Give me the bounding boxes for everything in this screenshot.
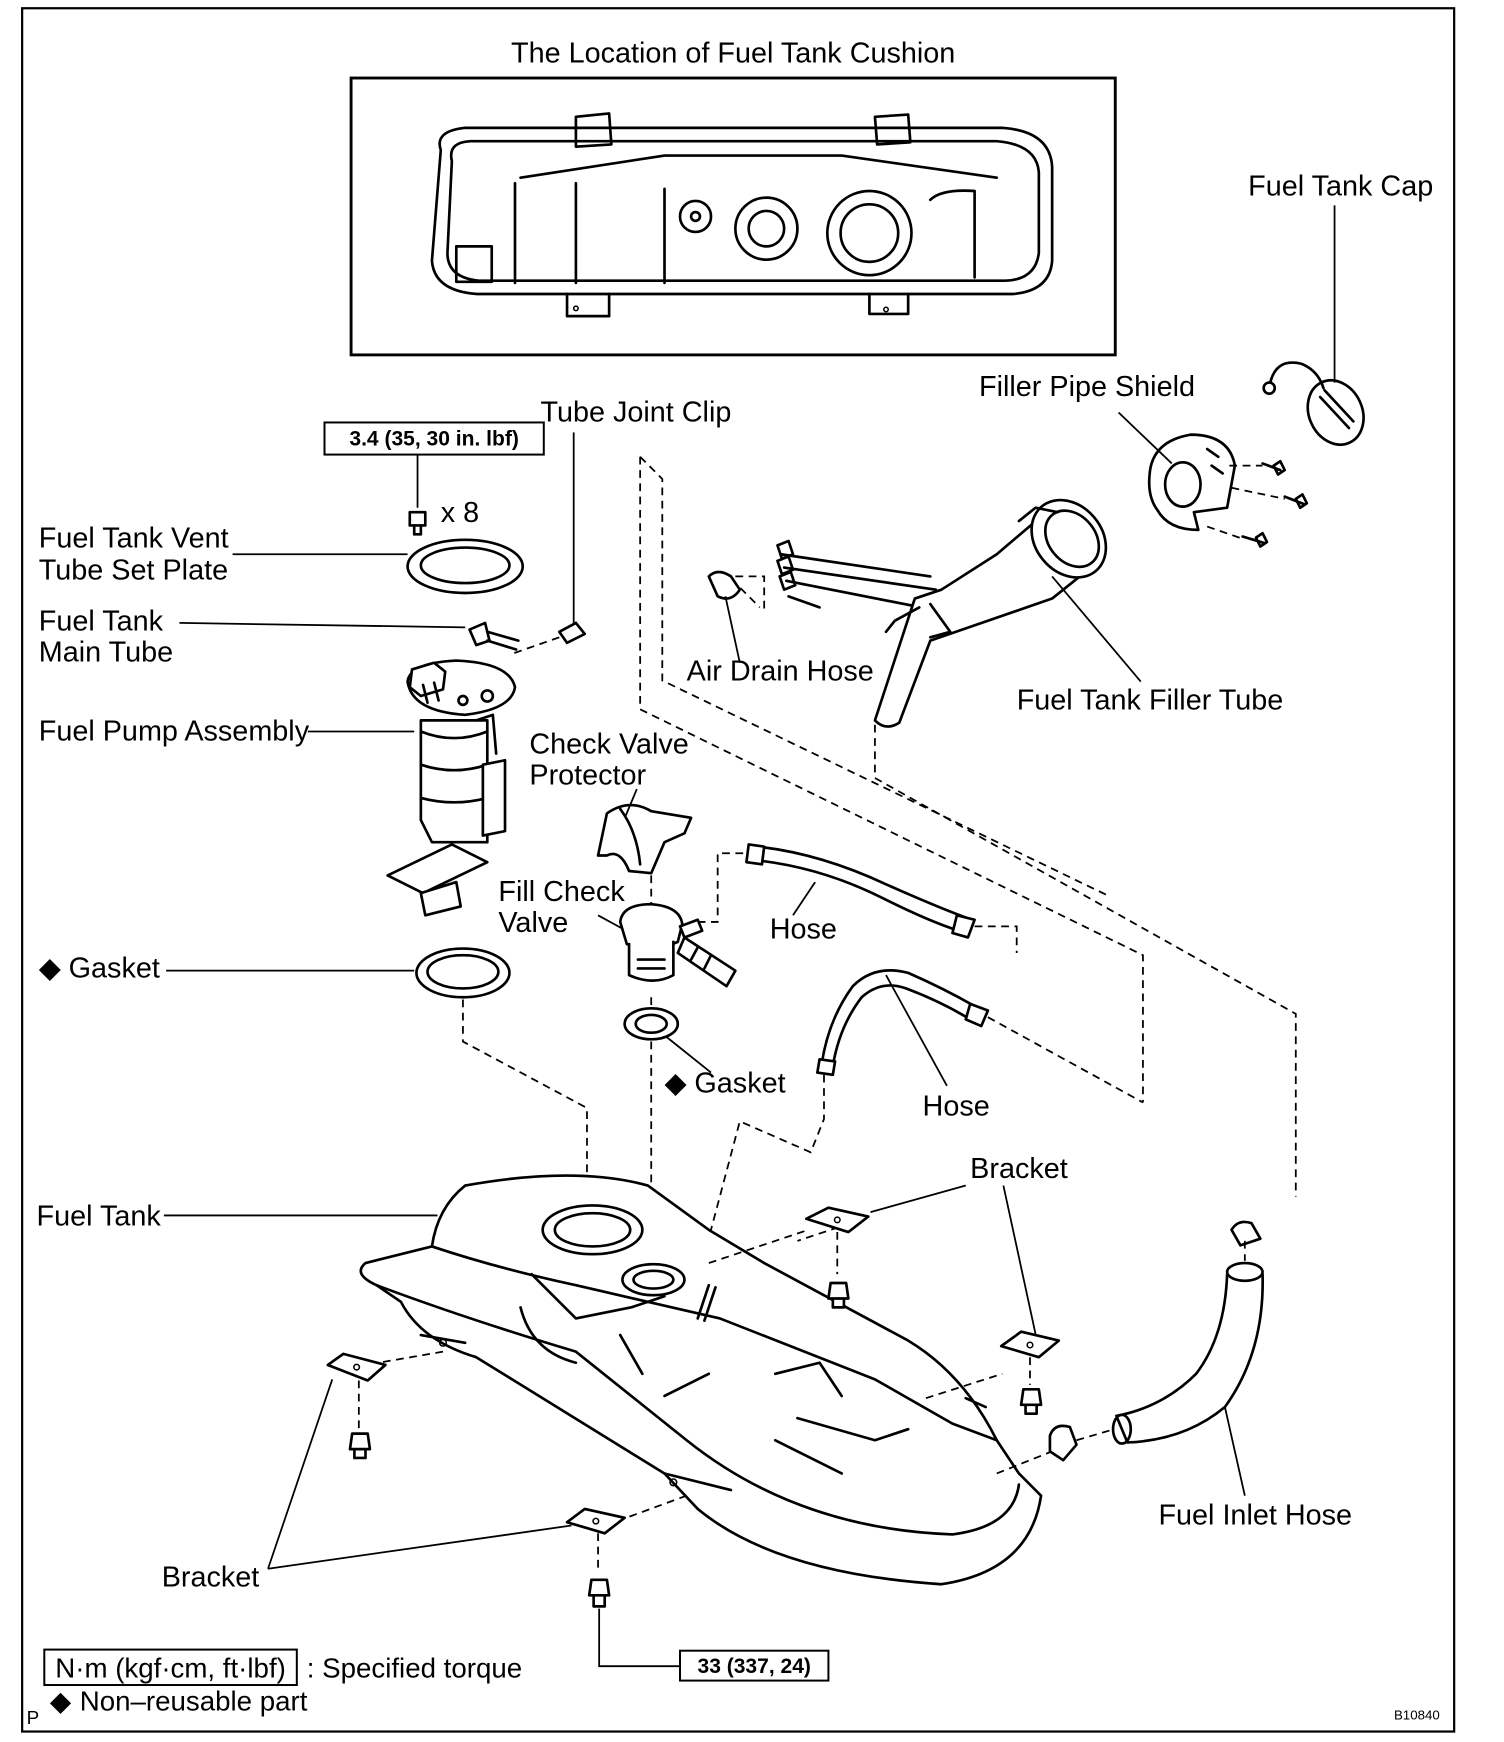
- fill-check-valve: [597, 852, 749, 988]
- label-fuel-tank-cap: Fuel Tank Cap: [1248, 170, 1433, 202]
- label-tube-joint-clip: Tube Joint Clip: [540, 396, 731, 428]
- label-check-valve-line2: Protector: [529, 760, 646, 792]
- outer-frame: [21, 7, 1456, 1733]
- gasket-center: [623, 997, 712, 1264]
- symbol-gasket-left: ◆: [39, 952, 62, 984]
- label-hose-lower: Hose: [923, 1091, 990, 1123]
- fuel-tank-cap: [1262, 205, 1365, 446]
- label-fill-check-line1: Fill Check: [498, 876, 625, 908]
- hose-lower: [701, 969, 1144, 1264]
- label-bracket-left: Bracket: [162, 1561, 260, 1593]
- shield-leader: [1117, 411, 1173, 465]
- torque-spec-vent-plate: 3.4 (35, 30 in. lbf): [349, 428, 518, 451]
- label-check-valve-line1: Check Valve: [529, 729, 688, 761]
- check-valve-protector: [596, 803, 693, 875]
- label-main-tube-line1: Fuel Tank: [39, 606, 164, 638]
- bracket-right-leaders: [870, 1184, 1037, 1335]
- air-drain-hose-leader: [724, 596, 741, 663]
- bracket-right-lower: [999, 1330, 1061, 1416]
- torque-box-vent-plate: 3.4 (35, 30 in. lbf): [323, 421, 545, 508]
- filler-tube-leader: [1051, 575, 1142, 683]
- bracket-right-upper: [804, 1206, 870, 1309]
- label-hose-upper: Hose: [770, 914, 837, 946]
- fuel-inlet-hose: [1048, 1220, 1264, 1496]
- legend-nonreusable-text: Non–reusable part: [80, 1685, 308, 1716]
- label-filler-pipe-shield: Filler Pipe Shield: [979, 371, 1195, 403]
- fuel-tank-main-tube: [179, 621, 520, 651]
- hose-upper: [745, 843, 1018, 953]
- label-fuel-pump-assembly: Fuel Pump Assembly: [39, 715, 310, 747]
- legend: N·m (kgf·cm, ft·lbf) : Specified torque …: [43, 1648, 522, 1716]
- inset-tank-outline: [430, 126, 1054, 296]
- filler-tube-assembly: [639, 456, 1297, 1197]
- bracket-left-lower: [565, 1507, 626, 1608]
- label-main-tube-line2: Main Tube: [39, 637, 173, 669]
- figure-code: B10840: [1394, 1707, 1440, 1722]
- label-bracket-right: Bracket: [970, 1153, 1068, 1185]
- legend-torque-box: [43, 1648, 298, 1687]
- label-vent-plate-line2: Tube Set Plate: [39, 555, 228, 587]
- inset-frame: [349, 76, 1117, 357]
- label-gasket-center: Gasket: [694, 1068, 785, 1100]
- label-multiplier: x 8: [441, 497, 479, 529]
- bracket-left-upper: [326, 1352, 387, 1460]
- torque-box-brackets: 33 (337, 24): [598, 1608, 830, 1682]
- vent-tube-set-plate: [232, 538, 525, 595]
- torque-spec-brackets: 33 (337, 24): [698, 1655, 811, 1678]
- gasket-left: [166, 947, 588, 1214]
- legend-torque-units: N·m (kgf·cm, ft·lbf): [55, 1652, 286, 1683]
- tube-joint-clip: [511, 432, 587, 655]
- label-vent-plate-line1: Fuel Tank Vent: [39, 523, 229, 555]
- label-fuel-tank-filler-tube: Fuel Tank Filler Tube: [1017, 684, 1284, 716]
- fuel-pump-assembly: [307, 659, 517, 917]
- corner-mark: P: [27, 1707, 40, 1728]
- label-gasket-left: Gasket: [69, 952, 160, 984]
- filler-pipe-shield: [1117, 411, 1309, 548]
- tank-cushion-inset: The Location of Fuel Tank Cushion: [349, 38, 1117, 357]
- symbol-gasket-center: ◆: [665, 1068, 688, 1100]
- bracket-left-leaders: [267, 1379, 572, 1570]
- label-fuel-inlet-hose: Fuel Inlet Hose: [1158, 1499, 1352, 1531]
- label-fill-check-line2: Valve: [498, 907, 568, 939]
- shield-bolts: [1241, 459, 1309, 548]
- legend-torque-text: : Specified torque: [307, 1652, 522, 1683]
- vent-plate-bolt: [408, 510, 427, 536]
- fuel-tank: [163, 1174, 1053, 1586]
- label-fuel-tank: Fuel Tank: [37, 1200, 162, 1232]
- legend-nonreusable-symbol: ◆: [50, 1685, 72, 1716]
- label-air-drain-hose: Air Drain Hose: [687, 656, 874, 688]
- inset-title: The Location of Fuel Tank Cushion: [511, 38, 955, 70]
